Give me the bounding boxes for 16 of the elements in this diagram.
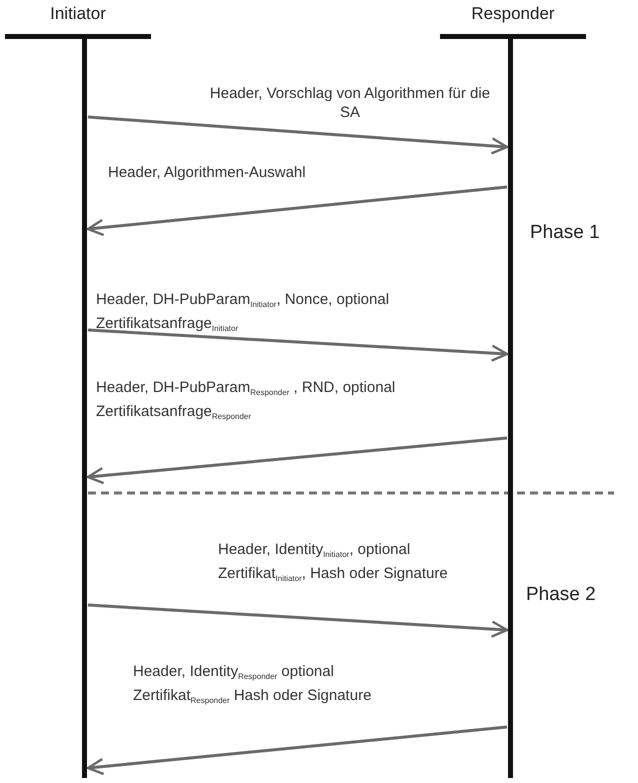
participant-name: Responder [470,4,556,24]
message-label: Header, Vorschlag von Algorithmen für die SA [208,84,492,122]
message-arrow [88,604,508,638]
message-label: Header, DH-PubParam$_{Responder}$ , RND, optional Zertifikatsanfrage$_{Responder}$ [96,378,396,423]
message-label: Header, Algorithmen-Auswahl [108,163,307,182]
message-arrow [88,116,508,155]
message-label: Header, DH-PubParam$_{Initiator}$, Nonce, optional Zertifikatsanfrage$_{Initiator}$ [96,290,390,335]
phase-label: Phase 2 [526,584,596,606]
message-arrow [86,726,508,776]
message-arrow [86,186,508,236]
message-label: Header, Identity$_{Responder}$ optional Zertifikat$_{Responder}$ Hash oder Signature [133,662,372,707]
message-label: Header, Identity$_{Initiator}$, optional Zertifikat$_{Initiator}$, Hash oder Signature [218,540,449,585]
message-arrow [88,328,508,362]
phase-label: Phase 1 [530,222,600,244]
participant-name: Initiator [49,4,107,24]
message-arrow [86,436,508,484]
